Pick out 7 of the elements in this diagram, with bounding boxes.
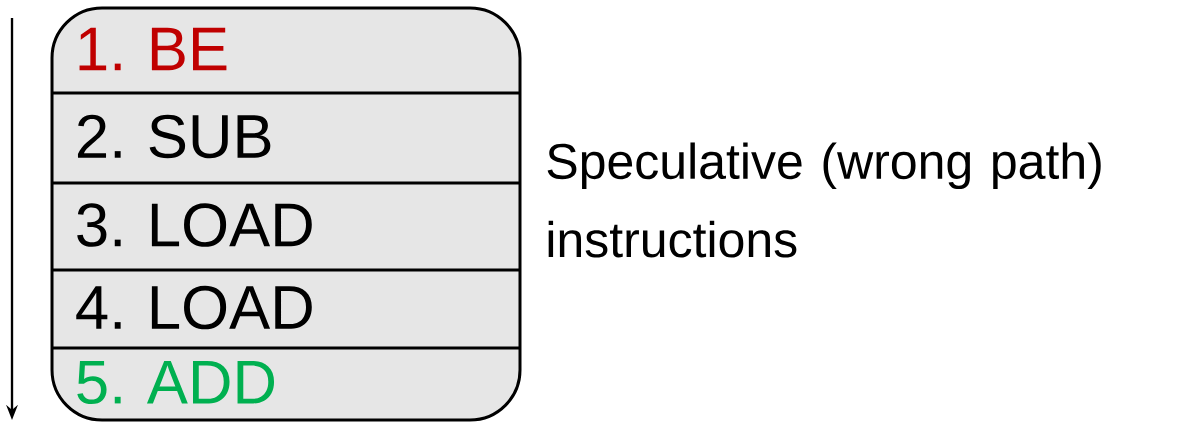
instruction-row: 5. ADD <box>77 361 275 404</box>
annotation-text: Speculative (wrong path) instructions <box>547 142 1101 258</box>
instruction-stack-box <box>50 6 522 422</box>
instruction-row: 4. LOAD <box>76 285 312 330</box>
instruction-row: 1. BE <box>79 27 227 71</box>
instruction-row: 2. SUB <box>77 114 271 159</box>
instruction-row: 3. LOAD <box>77 203 312 247</box>
